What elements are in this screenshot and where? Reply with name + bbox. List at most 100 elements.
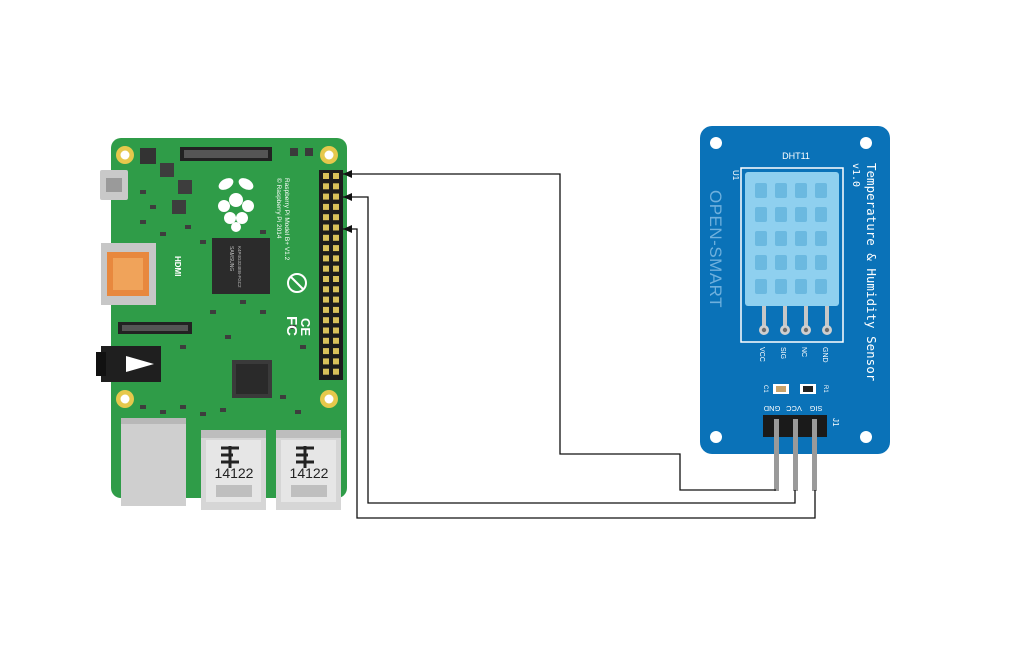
header-label-vcc: VCC bbox=[786, 404, 802, 413]
svg-text:C1: C1 bbox=[762, 385, 768, 393]
dht11-chip-label: DHT11 bbox=[782, 151, 810, 161]
gpio-pin bbox=[333, 296, 339, 303]
header-pins bbox=[774, 419, 817, 491]
vent-hole bbox=[755, 255, 767, 270]
svg-text:CE: CE bbox=[298, 318, 313, 336]
vent-hole bbox=[775, 231, 787, 246]
vent-hole bbox=[815, 207, 827, 222]
small-ic bbox=[140, 148, 156, 164]
gpio-pin bbox=[323, 317, 329, 324]
sensor-pin-label-vcc: VCC bbox=[758, 347, 765, 362]
vent-hole bbox=[815, 231, 827, 246]
vent-hole bbox=[755, 207, 767, 222]
usb-port-1: 14122 bbox=[201, 430, 266, 510]
dht11-sensor-module: DHT11 U1 Temperature & Humidity Sensor v… bbox=[700, 126, 890, 491]
pi-pcb bbox=[111, 138, 347, 498]
dht11-pins bbox=[759, 306, 832, 335]
certification-marks: FC CE bbox=[283, 273, 313, 336]
soc-chip-part: K4P4G324EB-FGC2 bbox=[237, 246, 242, 288]
raspberry-pi-board: Raspberry Pi Model B+ V1.2 © Raspberry P… bbox=[96, 138, 347, 510]
gpio-pin bbox=[333, 245, 339, 252]
gpio-pin bbox=[333, 214, 339, 221]
gpio-pin bbox=[323, 327, 329, 334]
hdmi-label: HDMI bbox=[173, 256, 182, 276]
vent-hole bbox=[795, 279, 807, 294]
gpio-header bbox=[319, 170, 343, 380]
pi-copyright-silkscreen: © Raspberry Pi 2014 bbox=[275, 178, 283, 239]
dht11-outline bbox=[740, 167, 844, 343]
brand-label: OPEN-SMART bbox=[706, 190, 725, 308]
gpio-pin bbox=[333, 348, 339, 355]
gpio-pin bbox=[323, 348, 329, 355]
sensor-pin-leg bbox=[804, 306, 808, 326]
gpio-pin bbox=[323, 255, 329, 262]
gpio-pin bbox=[323, 265, 329, 272]
sensor-pin-leg bbox=[825, 306, 829, 326]
vent-hole bbox=[815, 255, 827, 270]
wires bbox=[343, 170, 816, 519]
pi-model-silkscreen: Raspberry Pi Model B+ V1.2 bbox=[283, 178, 290, 261]
gpio-pin bbox=[323, 245, 329, 252]
mounting-holes bbox=[116, 146, 338, 408]
vent-hole bbox=[775, 183, 787, 198]
gpio-pin bbox=[323, 203, 329, 210]
soc-chip bbox=[212, 238, 270, 294]
gpio-pin bbox=[333, 306, 339, 313]
gpio-pin bbox=[333, 337, 339, 344]
gpio-pin bbox=[323, 306, 329, 313]
gpio-pin bbox=[333, 358, 339, 365]
svg-text:R1: R1 bbox=[822, 385, 828, 393]
gpio-pin bbox=[323, 173, 329, 179]
vent-hole bbox=[775, 255, 787, 270]
sensor-pin-hole bbox=[803, 327, 809, 333]
sensor-pin-hole bbox=[761, 327, 767, 333]
sensor-pin-label-nc: NC bbox=[800, 347, 807, 357]
usb-label-1: 14122 bbox=[215, 465, 254, 481]
gpio-pin bbox=[333, 193, 339, 200]
resistor-r1: R1 bbox=[800, 384, 828, 394]
gpio-pin bbox=[323, 276, 329, 282]
vent-hole bbox=[795, 255, 807, 270]
u1-label: U1 bbox=[731, 170, 740, 181]
sensor-pin-leg bbox=[762, 306, 766, 326]
gpio-pin bbox=[333, 173, 339, 179]
soc-chip-label: SAMSUNG bbox=[228, 246, 234, 271]
vent-hole bbox=[815, 183, 827, 198]
header-label-sig: SIG bbox=[809, 404, 822, 413]
gpio-pin bbox=[323, 296, 329, 303]
gpio-pin bbox=[323, 368, 329, 375]
gpio-pin bbox=[333, 255, 339, 262]
gpio-pin bbox=[333, 327, 339, 334]
header-label-gnd: GND bbox=[763, 404, 780, 413]
sensor-version: v1.0 bbox=[850, 163, 861, 187]
gpio-pin bbox=[333, 286, 339, 293]
gpio-pin bbox=[323, 183, 329, 190]
sensor-pin-label-gnd: GND bbox=[821, 347, 828, 363]
gpio-pin bbox=[333, 276, 339, 282]
raspberry-logo-icon bbox=[218, 178, 254, 232]
svg-text:FC: FC bbox=[283, 316, 300, 336]
ethernet-port bbox=[121, 418, 186, 506]
usb-label-2: 14122 bbox=[290, 465, 329, 481]
sensor-pin-leg bbox=[783, 306, 787, 326]
dht11-vent-grid bbox=[755, 183, 827, 294]
j1-label: J1 bbox=[831, 418, 840, 427]
vent-hole bbox=[755, 231, 767, 246]
gpio-pin bbox=[333, 368, 339, 375]
smd-components bbox=[140, 163, 306, 416]
vent-hole bbox=[795, 183, 807, 198]
vent-hole bbox=[775, 279, 787, 294]
gpio-pin bbox=[323, 193, 329, 200]
gpio-pin bbox=[333, 265, 339, 272]
dht11-sensor-body bbox=[745, 172, 839, 306]
capacitor-c1: C1 bbox=[762, 384, 789, 394]
sensor-pin-hole bbox=[782, 327, 788, 333]
gpio-pin bbox=[323, 358, 329, 365]
sensor-pin-hole bbox=[824, 327, 830, 333]
gpio-pin bbox=[323, 234, 329, 241]
gpio-pin bbox=[323, 337, 329, 344]
wire-sig bbox=[343, 225, 816, 519]
sensor-pin-label-sig: SIG bbox=[779, 347, 786, 359]
gpio-pin bbox=[333, 234, 339, 241]
